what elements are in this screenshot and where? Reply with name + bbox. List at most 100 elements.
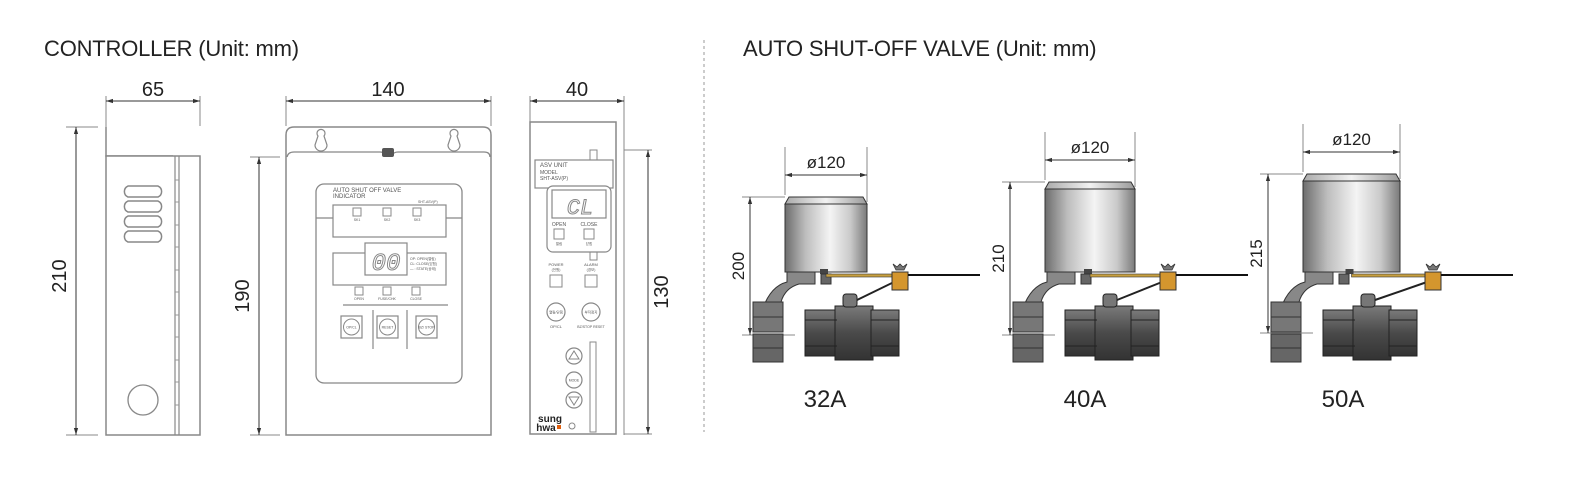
controller-unit-view: 40 130 ASV UNIT MODEL SHT-ASV(P) CL OPEN… <box>529 79 673 435</box>
power-sublabel: (전원) <box>552 267 561 272</box>
actuator-cylinder <box>784 203 868 273</box>
reset-button[interactable]: RESET <box>376 315 399 339</box>
valve-center <box>834 305 874 361</box>
unit-label-2: MODEL <box>540 170 558 176</box>
lamp-label-close: CLOSE <box>410 297 423 301</box>
opcl-button[interactable]: OP/CL <box>340 315 363 339</box>
diameter-dim: ø120 <box>1071 138 1110 157</box>
actuator-cap <box>784 196 868 205</box>
unit-lamp-close: CLOSE <box>581 222 599 228</box>
indicator-label: SK1 <box>354 218 361 222</box>
height-dim: 200 <box>729 252 748 280</box>
height-dim: 215 <box>1247 239 1266 267</box>
panel-title-2: INDICATOR <box>333 194 366 200</box>
lamp-label-open: OPEN <box>354 297 364 301</box>
unit-width-dim: 40 <box>566 79 588 101</box>
actuator-cylinder <box>1302 180 1401 273</box>
svg-text:OP/CL: OP/CL <box>346 326 357 330</box>
unit-bz-caption: BZ/STOP RESET <box>577 325 605 329</box>
controller-title: CONTROLLER (Unit: mm) <box>44 36 299 61</box>
cable-conduit <box>825 273 893 278</box>
down-arrow-icon <box>568 396 580 406</box>
alarm-sublabel: (경보) <box>587 267 596 272</box>
up-button[interactable] <box>565 347 583 365</box>
unit-opcl-button[interactable]: 열림/닫힘 <box>546 302 566 322</box>
controller-front-view: 140 190 AUTO SHUT OFF VALVE INDICATOR SH… <box>232 79 492 436</box>
valve-models: ø120 200 32A ø120 210 40A ø120 215 50A <box>729 124 1513 413</box>
valve-32a: ø120 200 32A <box>729 147 980 413</box>
vent-slots <box>123 185 163 243</box>
panel-small-note: SHT-ASV(P) <box>418 200 438 204</box>
diameter-dim: ø120 <box>807 153 846 172</box>
unit-lamp-open: OPEN <box>552 222 567 228</box>
model-label: 40A <box>1064 386 1107 413</box>
cable <box>1116 281 1163 301</box>
display-legend: — : STATE(상태) <box>410 266 436 271</box>
wing-nut-icon <box>892 263 908 271</box>
display-legend: OP: OPEN(열림) <box>410 256 436 261</box>
indicator-label: SK3 <box>414 218 421 222</box>
display-legend: CL: CLOSE(닫힘) <box>410 261 437 266</box>
valve-center <box>1094 305 1134 361</box>
mount-hole-right <box>447 128 461 152</box>
alarm-label: ALARM <box>584 262 598 267</box>
valve-end-left <box>1322 309 1356 357</box>
sunghwa-logo: sung hwa <box>536 414 562 434</box>
wing-nut-icon <box>1425 263 1441 271</box>
actuator-cap <box>1044 181 1136 190</box>
mount-hole-left <box>314 128 328 152</box>
unit-bz-stop-button[interactable]: 부저정지 <box>581 302 601 322</box>
up-arrow-icon <box>568 350 580 360</box>
power-lamp <box>549 274 563 288</box>
model-label: 50A <box>1322 386 1365 413</box>
valve-50a: ø120 215 50A <box>1247 124 1513 413</box>
side-height-dim: 210 <box>49 259 71 292</box>
junction-box <box>891 271 909 291</box>
panel-title-1: AUTO SHUT OFF VALVE <box>333 188 401 194</box>
unit-height-dim: 130 <box>651 275 673 308</box>
bz-stop-button[interactable]: BZ/ STOP <box>415 315 438 339</box>
svg-text:sung: sung <box>538 414 562 425</box>
mode-button[interactable]: MODE <box>565 371 583 389</box>
wing-nut-icon <box>1160 263 1176 271</box>
diameter-dim: ø120 <box>1332 130 1371 149</box>
valve-stem <box>1102 293 1118 308</box>
controller-side-view: 65 210 <box>49 79 201 436</box>
model-label: 32A <box>804 386 847 413</box>
valve-stem <box>1360 293 1376 308</box>
cable <box>1374 281 1428 301</box>
down-button[interactable] <box>565 391 583 409</box>
unit-lamp-sublabel: 열림 <box>556 241 562 246</box>
front-display: 00 <box>372 251 401 278</box>
side-width-dim: 65 <box>142 79 164 101</box>
svg-text:열림/닫힘: 열림/닫힘 <box>549 310 563 315</box>
cable <box>856 281 895 301</box>
svg-text:부저정지: 부저정지 <box>585 310 598 315</box>
front-width-dim: 140 <box>371 79 404 101</box>
valve-end-left <box>1064 309 1098 357</box>
valve-end-right <box>1388 309 1418 357</box>
valve-title: AUTO SHUT-OFF VALVE (Unit: mm) <box>743 36 1097 61</box>
lamp-label-fuse: FUSE/CHK <box>378 297 396 301</box>
indicator-label: SK2 <box>384 218 391 222</box>
unit-label-3: SHT-ASV(P) <box>540 176 568 182</box>
junction-box <box>1424 271 1442 291</box>
valve-center <box>1352 305 1392 361</box>
svg-text:BZ/ STOP: BZ/ STOP <box>419 326 436 330</box>
junction-box <box>1159 271 1177 291</box>
unit-lamp-sublabel: 닫힘 <box>586 241 592 246</box>
height-dim: 210 <box>989 244 1008 272</box>
front-height-dim: 190 <box>232 279 254 312</box>
actuator-cap <box>1302 173 1401 182</box>
svg-text:hwa: hwa <box>536 423 556 434</box>
valve-end-right <box>1130 309 1160 357</box>
alarm-lamp <box>584 274 598 288</box>
svg-text:RESET: RESET <box>382 326 395 330</box>
valve-end-right <box>870 309 900 357</box>
actuator-cylinder <box>1044 188 1136 273</box>
unit-display: CL <box>567 196 593 221</box>
unit-label-1: ASV UNIT <box>540 163 568 169</box>
cable-hole <box>127 384 159 416</box>
unit-opcl-caption: OP/CL <box>550 324 563 329</box>
